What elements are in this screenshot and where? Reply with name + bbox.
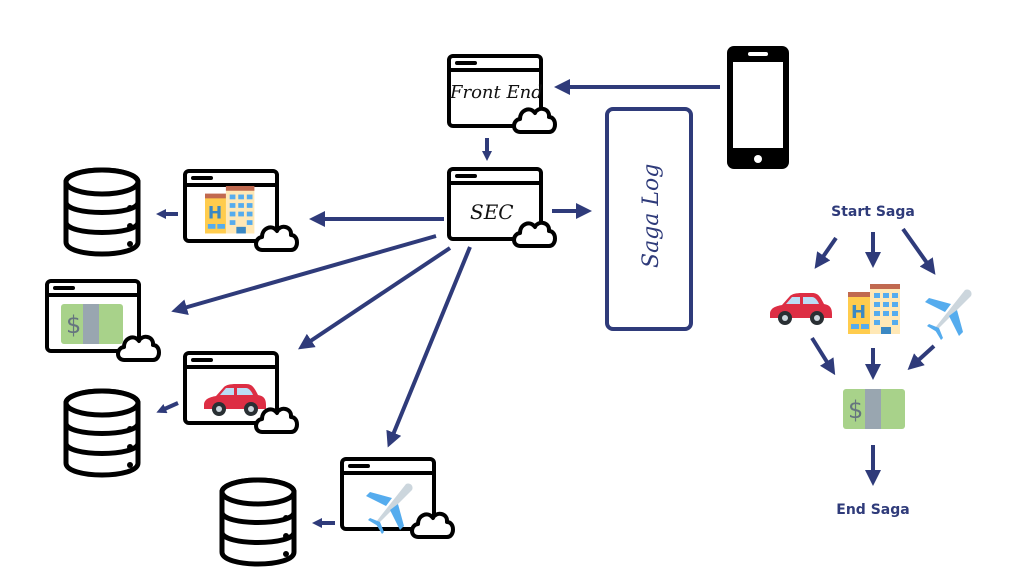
hotel-service — [183, 169, 299, 252]
flow-hotel-icon — [848, 284, 900, 334]
saga-log-label: Saga Log — [639, 164, 664, 268]
arrow-sec-to-flight — [386, 246, 472, 448]
arrow-sec-to-car — [298, 246, 452, 350]
cloud-icon — [410, 511, 455, 539]
saga-flow: Start Saga End Saga — [770, 204, 972, 518]
front-end-label: Front End — [449, 82, 543, 103]
start-saga-label: Start Saga — [831, 204, 915, 220]
sec-label: SEC — [470, 200, 514, 224]
cloud-icon — [512, 220, 557, 248]
flight-db-icon — [222, 480, 294, 564]
flight-service — [340, 457, 455, 539]
saga-log: Saga Log — [605, 107, 693, 331]
cloud-icon — [254, 406, 299, 434]
arrow-sec-to-payment — [171, 234, 437, 315]
payment-service — [45, 279, 161, 362]
hotel-db-icon — [66, 170, 138, 254]
sec-service: SEC — [447, 167, 557, 248]
cloud-icon — [116, 334, 161, 362]
arrows — [156, 79, 720, 528]
cloud-icon — [512, 106, 557, 134]
flow-car-icon — [770, 293, 832, 325]
flow-money-icon — [843, 389, 905, 429]
smartphone-icon — [727, 46, 789, 169]
money-icon — [61, 304, 123, 344]
front-end-service: Front End — [447, 54, 557, 134]
car-service — [183, 351, 299, 434]
flow-airplane-icon — [925, 289, 972, 340]
arrow-car-to-db — [156, 401, 179, 414]
end-saga-label: End Saga — [836, 502, 909, 518]
cloud-icon — [254, 224, 299, 252]
car-db-icon — [66, 391, 138, 475]
